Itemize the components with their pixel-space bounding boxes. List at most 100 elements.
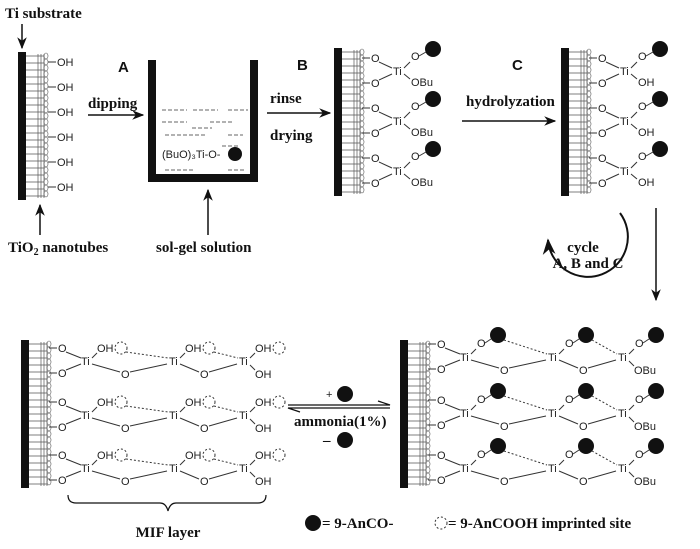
oxygen-label: O [638,51,647,63]
titanium-label: Ti [548,352,557,364]
nanotube-end [586,180,592,188]
nanotube-end [46,340,52,348]
titanium-label: Ti [618,463,627,475]
hydroxyl-label: OH [57,82,74,94]
nanotube-end [359,114,365,122]
titanium-label: Ti [393,66,402,78]
bond [470,459,477,466]
nanotube-end [43,166,49,174]
nanotube-end [46,364,52,372]
bond [558,348,565,355]
nanotube-end [586,84,592,92]
ti-substrate-label: Ti substrate [5,6,82,22]
nanotube-end [586,108,592,116]
bond [249,364,256,371]
nanotube-end [586,186,592,194]
nanotube-end [586,138,592,146]
oxygen-label: O [371,103,380,115]
nanotube-end [359,174,365,182]
titanium-label: Ti [618,408,627,420]
substrate-with-nanotubes-3 [561,48,592,196]
nanotube-end [46,436,52,444]
minus-sign: – [322,433,331,449]
hydrogen-bond [591,395,618,411]
nanotube-end [425,424,431,432]
nanotube-end [425,466,431,474]
oxygen-label: O [200,476,209,488]
hydroxyl-label: OH [57,57,74,69]
nanotube-end [43,154,49,162]
imprinted-site-icon [114,341,128,355]
hydrogen-bond [591,450,618,466]
bond [558,359,579,369]
oxygen-label: O [411,51,420,63]
nanotube-end [425,382,431,390]
titanium-label: Ti [460,408,469,420]
imprinted-site-icon [202,448,216,462]
oxygen-label: O [598,178,607,190]
oxygen-label: O [579,365,588,377]
nanotube-end [46,448,52,456]
nanotube-end [46,412,52,420]
nanotube-end [586,78,592,86]
bond [403,123,411,130]
substrate-with-nanotubes-2 [334,48,365,196]
oxygen-label: O [58,422,67,434]
bond [642,394,650,400]
titanium-label: Ti [81,463,90,475]
titanium-label: Ti [620,66,629,78]
nanotube-end [46,352,52,360]
nanotube-end [586,66,592,74]
bond [208,363,238,373]
nanotube-end [43,58,49,66]
nanotube-end [586,48,592,56]
forward-arrow [288,400,391,406]
step-a-label: A [118,59,129,76]
nanotube-end [43,112,49,120]
terminal-group-label: OBu [411,77,433,89]
nanotube-end [425,370,431,378]
bond [91,363,121,373]
oxygen-label: O [437,339,446,351]
oxygen-label: O [500,365,509,377]
bond [444,470,461,478]
terminal-group-label: OBu [634,365,656,377]
legend-item-template: = 9-AnCO- [322,516,393,532]
bond [628,360,635,367]
bond [630,111,638,119]
oxygen-label: O [565,449,574,461]
bond [249,459,256,466]
beaker [148,60,258,182]
bond [470,404,477,411]
cycle-arrow [542,212,629,278]
oxygen-label: O [121,369,130,381]
brace [67,494,267,512]
template-molecule-icon [578,327,594,343]
nanotube-end [46,478,52,486]
nanotube-end [43,136,49,144]
nanotube-end [359,138,365,146]
bond [91,406,98,413]
bond [628,404,635,411]
template-molecule-icon [652,141,668,157]
nanotube-end [425,358,431,366]
titanium-label: Ti [239,463,248,475]
bond [179,406,186,413]
bond [65,458,82,466]
bond [403,111,411,119]
titanium-label: Ti [548,408,557,420]
nanotube-end [425,430,431,438]
oxygen-label: O [638,101,647,113]
titanium-label: Ti [460,352,469,364]
ti-substrate-bar [334,48,342,196]
imprinted-site-icon [114,448,128,462]
hydrogen-bond [591,339,618,355]
oxygen-label: O [635,449,644,461]
oxygen-label: O [58,343,67,355]
nanotube-end [43,82,49,90]
nanotube-end [43,172,49,180]
nanotube-end [359,48,365,56]
bond [587,470,617,480]
template-loaded-layer: OOTiOOTiOOTiOOBuOOTiOOTiOOTiOOBuOOTiOOTi… [428,327,664,488]
